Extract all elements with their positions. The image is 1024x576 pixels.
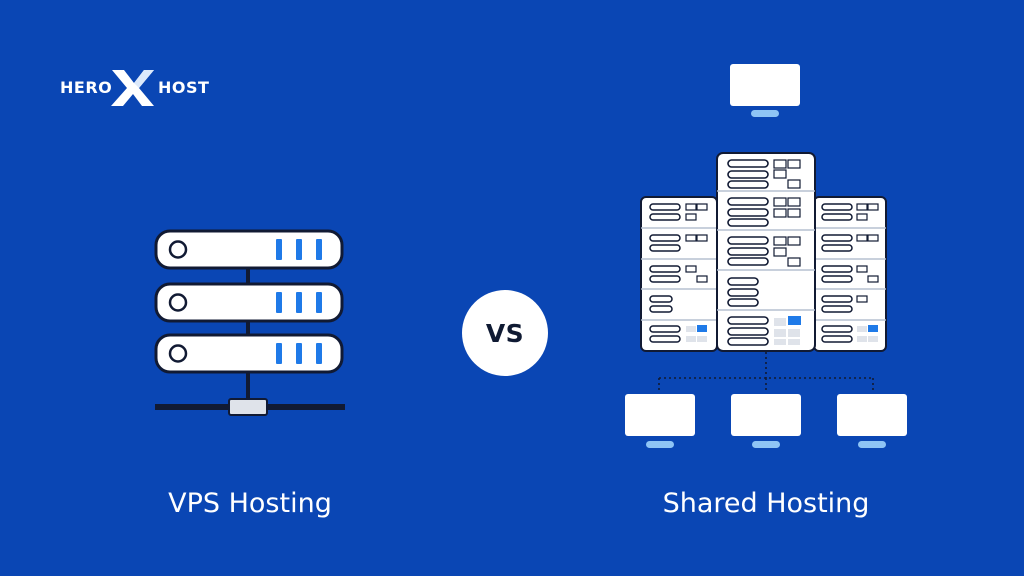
network-lines xyxy=(658,352,874,393)
herohost-logo: HERO HOST xyxy=(58,66,210,110)
vps-server-stack-icon xyxy=(154,229,345,416)
monitor-icon xyxy=(625,394,695,448)
server-rack-right xyxy=(813,196,887,352)
logo-x-mark-icon xyxy=(111,70,154,106)
vps-server-unit xyxy=(154,229,344,270)
shared-server-network-icon xyxy=(625,64,907,448)
vs-badge: VS xyxy=(462,290,548,376)
logo-word-host: HOST xyxy=(158,78,210,97)
monitor-icon xyxy=(837,394,907,448)
vps-server-unit xyxy=(154,282,344,323)
logo-word-hero: HERO xyxy=(60,78,113,97)
monitor-icon xyxy=(730,64,800,117)
shared-hosting-label: Shared Hosting xyxy=(662,488,870,519)
vps-hosting-label: VPS Hosting xyxy=(168,488,332,519)
vs-label: VS xyxy=(485,318,525,348)
monitor-icon xyxy=(731,394,801,448)
vps-server-unit xyxy=(154,333,344,374)
server-rack-center xyxy=(716,152,816,352)
server-rack-left xyxy=(640,196,718,352)
